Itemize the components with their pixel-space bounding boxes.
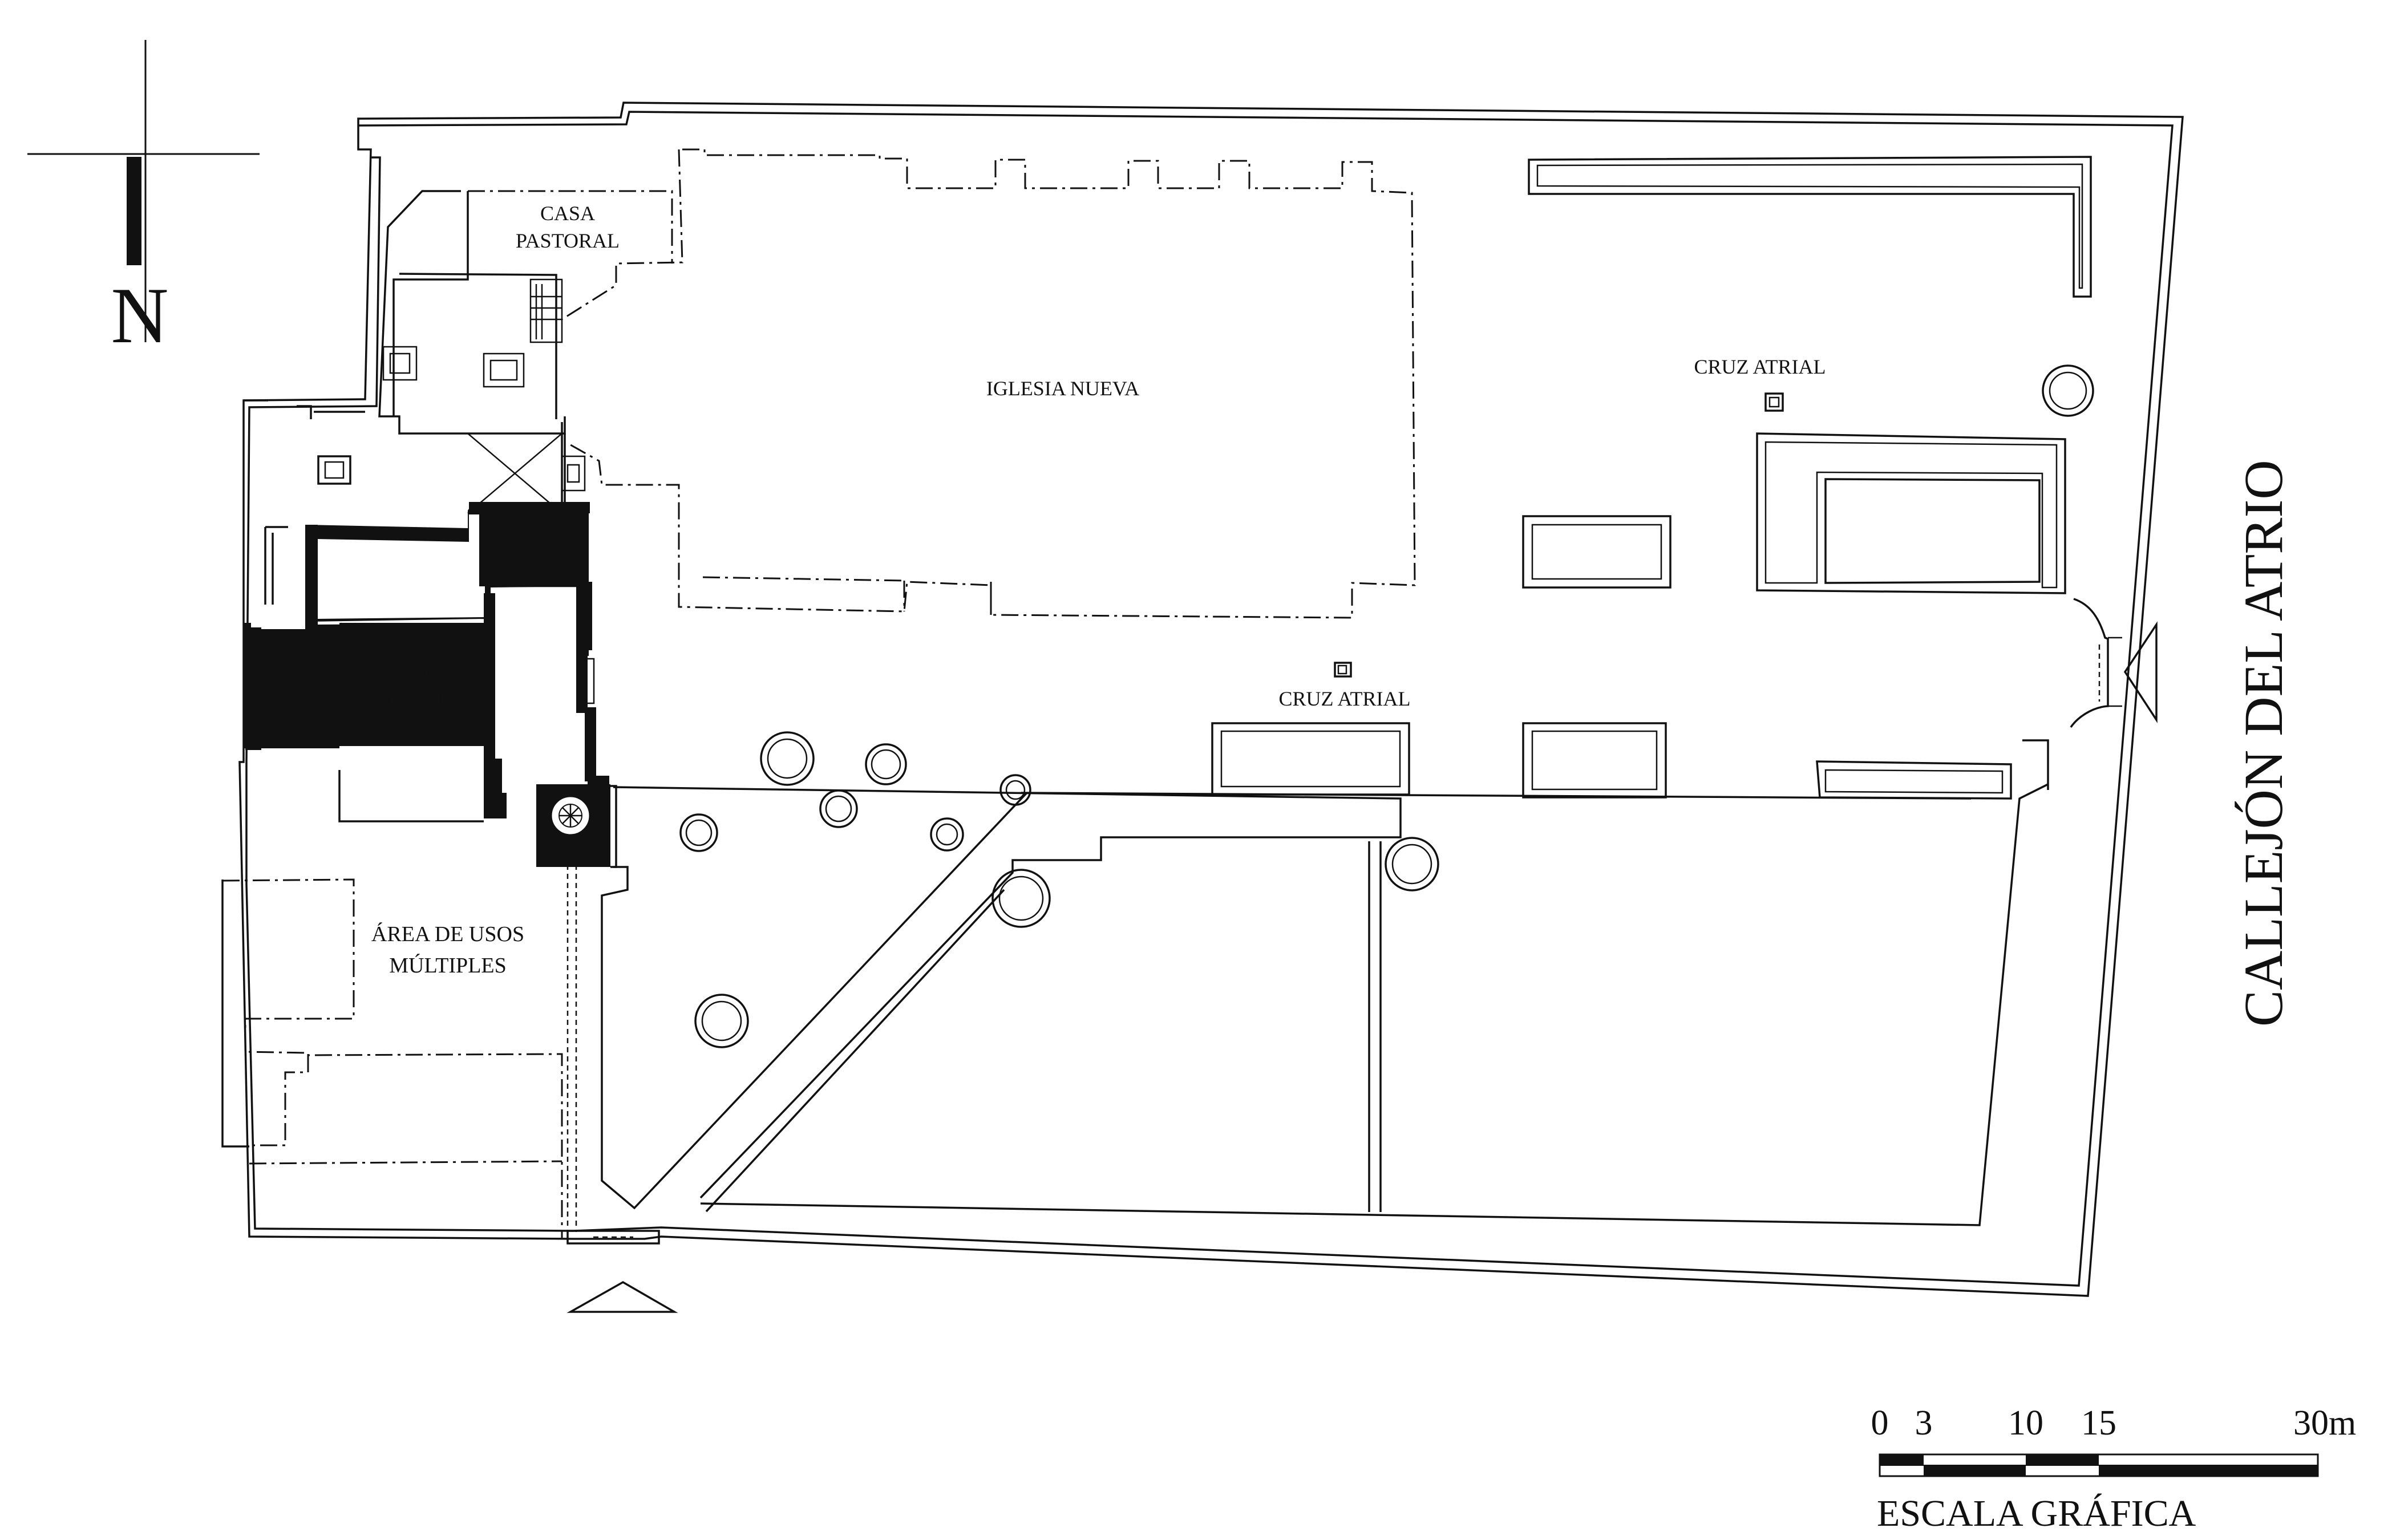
north-arrow: N	[27, 40, 260, 360]
casa-pastoral	[378, 190, 586, 570]
scale-tick-0: 0	[1871, 1404, 1889, 1442]
graphic-scale: 0 3 10 15 30m ESCALA GRÁFICA	[1871, 1404, 2357, 1534]
scale-tick-3: 3	[1915, 1404, 1933, 1442]
east-entrance-arrow	[2123, 621, 2158, 723]
cruz-atrial-label-north: CRUZ ATRIAL	[1694, 355, 1826, 378]
street-label: CALLEJÓN DEL ATRIO	[2233, 460, 2294, 1027]
south-entrance	[566, 1230, 678, 1313]
scale-tick-15: 15	[2081, 1404, 2116, 1442]
capilla-label-1: CAPILLA	[364, 660, 456, 684]
casa-pastoral-label-2: PASTORAL	[516, 229, 620, 252]
atrium-features	[1211, 156, 2122, 800]
cruz-atrial-label-south: CRUZ ATRIAL	[1278, 687, 1410, 710]
gardens	[601, 731, 2049, 1226]
scale-caption: ESCALA GRÁFICA	[1877, 1493, 2196, 1534]
room-labels: CASA PASTORAL IGLESIA NUEVA CAPILLA ANTI…	[360, 202, 2294, 1027]
capilla-label-2: ANTIGUA	[360, 687, 459, 711]
iglesia-nueva-outline	[468, 148, 1416, 619]
west-hall	[244, 399, 365, 629]
area-usos-label-1: ÁREA DE USOS	[371, 922, 524, 946]
scale-tick-30: 30m	[2293, 1404, 2356, 1442]
iglesia-nueva-label: IGLESIA NUEVA	[986, 377, 1139, 400]
outer-perimeter	[238, 102, 2184, 1297]
casa-pastoral-label-1: CASA	[540, 202, 595, 225]
scale-tick-10: 10	[2008, 1404, 2043, 1442]
area-usos-label-2: MÚLTIPLES	[389, 954, 507, 978]
capilla-antigua-walls	[244, 502, 617, 868]
area-usos-multiples	[221, 856, 577, 1238]
north-letter: N	[111, 271, 168, 360]
